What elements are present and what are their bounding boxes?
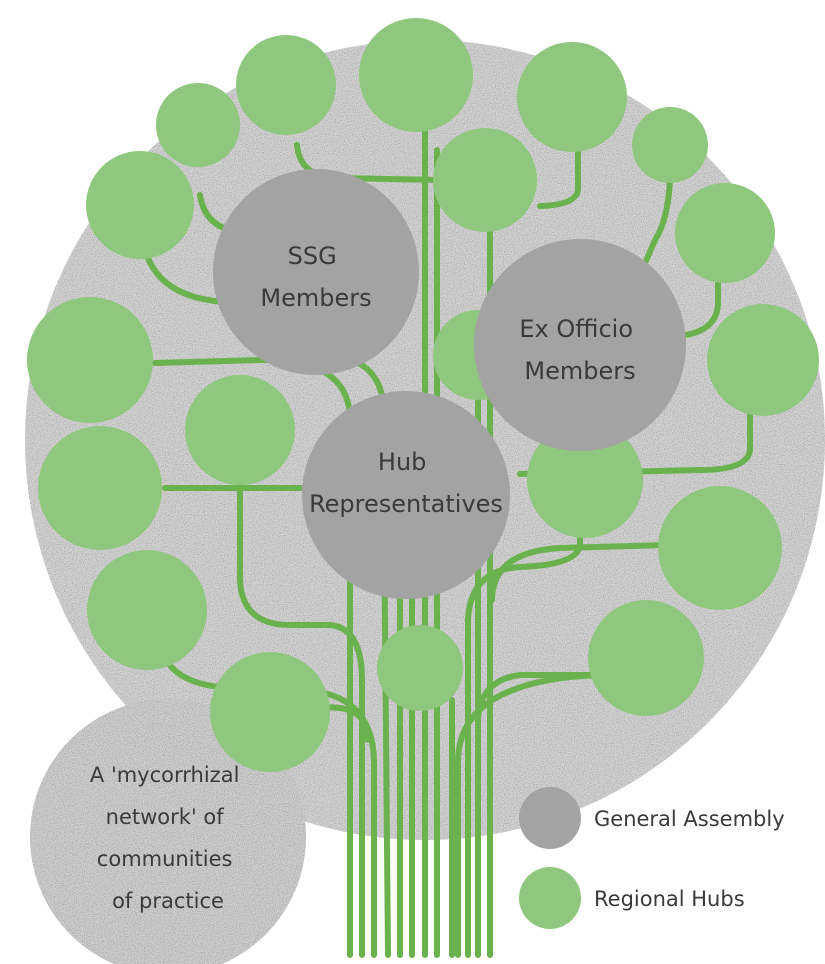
regional-hub-node — [588, 600, 704, 716]
hub-representatives-label: Hub Representatives — [309, 448, 503, 518]
regional-hub-node — [156, 83, 240, 167]
branch-line — [537, 142, 581, 209]
general-assembly-nodes — [213, 169, 686, 599]
ssg-members-node — [213, 169, 419, 375]
regional-hub-node — [675, 183, 775, 283]
branch-line — [237, 457, 365, 958]
ssg-label-line-1: SSG — [288, 242, 337, 270]
ex-officio-members-node — [474, 239, 686, 451]
regional-hub-node — [707, 304, 819, 416]
note-line-4: of practice — [112, 889, 224, 913]
ssg-members-label: SSG Members — [260, 242, 371, 312]
regional-hub-nodes — [27, 18, 819, 772]
branch-line — [142, 247, 233, 305]
legend-general-assembly-swatch — [519, 787, 581, 849]
ssg-label-line-2: Members — [260, 284, 371, 312]
legend-general-assembly-label: General Assembly — [594, 807, 785, 831]
regional-hub-node — [433, 128, 537, 232]
regional-hub-node — [632, 107, 708, 183]
ex-officio-label-line-2: Members — [524, 357, 635, 385]
regional-hub-node — [38, 426, 162, 550]
hub-label-line-1: Hub — [378, 448, 427, 476]
regional-hub-node — [517, 42, 627, 152]
ex-officio-members-label: Ex Officio Members — [519, 315, 640, 385]
regional-hub-node — [377, 625, 463, 711]
branch-line — [465, 502, 583, 958]
branch-line — [287, 702, 371, 743]
hub-label-line-2: Representatives — [309, 490, 503, 518]
regional-hub-node — [658, 486, 782, 610]
hub-representatives-node — [302, 391, 510, 599]
branch-line — [682, 259, 721, 338]
regional-hub-node — [210, 652, 330, 772]
legend-regional-hubs-label: Regional Hubs — [594, 887, 745, 911]
ex-officio-label-line-1: Ex Officio — [519, 315, 633, 343]
regional-hub-node — [527, 422, 643, 538]
branch-line — [637, 177, 673, 278]
regional-hub-node — [236, 35, 336, 135]
regional-hub-node — [27, 297, 153, 423]
regional-hub-node — [86, 151, 194, 259]
note-circle — [30, 699, 306, 964]
regional-hub-node — [185, 375, 295, 485]
regional-hub-node — [87, 550, 207, 670]
note-line-1: A 'mycorrhizal — [90, 763, 240, 787]
note-line-3: communities — [97, 847, 233, 871]
mycorrhizal-note: A 'mycorrhizal network' of communities o… — [90, 763, 246, 913]
regional-hub-node — [359, 18, 473, 132]
legend-regional-hubs-swatch — [519, 867, 581, 929]
branch-line — [489, 542, 668, 603]
legend: General Assembly Regional Hubs — [519, 787, 785, 929]
branch-line — [517, 387, 753, 477]
branch-line — [455, 672, 603, 958]
note-line-2: network' of — [106, 805, 225, 829]
